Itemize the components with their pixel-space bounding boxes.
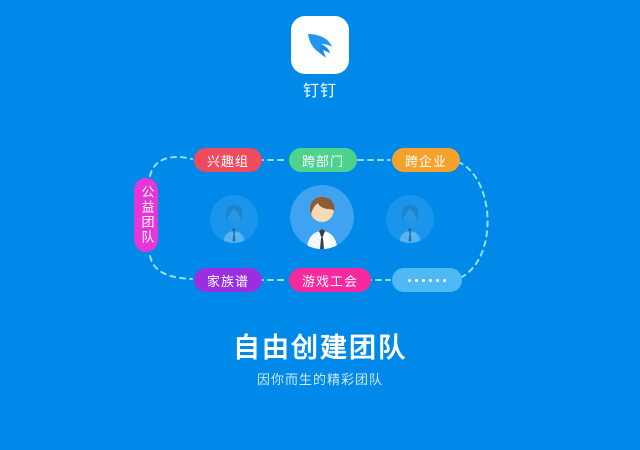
page-subtitle: 因你而生的精彩团队 (256, 373, 383, 388)
node-label: 游戏工会 (302, 274, 359, 290)
node-charity-team[interactable]: 公益团队 (134, 178, 158, 252)
team-types-diagram: 公益团队 兴趣组 跨部门 跨企业 家族谱 游戏工会 (0, 128, 640, 313)
person-avatar-icon (386, 195, 434, 243)
connector-lines (149, 156, 489, 281)
brand-block: 钉钉 (0, 16, 640, 101)
ellipsis-dots-icon (408, 278, 446, 282)
node-label: 公益团队 (138, 185, 154, 245)
page-title: 自由创建团队 (233, 333, 407, 364)
node-label: 兴趣组 (207, 154, 250, 170)
node-label: 跨部门 (302, 154, 345, 170)
person-avatar-icon (210, 195, 258, 243)
node-label: 跨企业 (405, 154, 448, 170)
dingtalk-wing-logo-icon (291, 16, 349, 74)
node-game-guild[interactable]: 游戏工会 (289, 268, 372, 292)
node-family-tree[interactable]: 家族谱 (194, 268, 263, 292)
node-cross-department[interactable]: 跨部门 (289, 148, 358, 172)
node-more[interactable] (392, 268, 462, 292)
headline-block: 自由创建团队 因你而生的精彩团队 (0, 332, 640, 390)
node-interest-group[interactable]: 兴趣组 (194, 148, 263, 172)
brand-name: 钉钉 (302, 81, 337, 100)
node-label: 家族谱 (207, 274, 250, 290)
person-avatar-icon (290, 185, 354, 249)
node-cross-company[interactable]: 跨企业 (392, 148, 461, 172)
